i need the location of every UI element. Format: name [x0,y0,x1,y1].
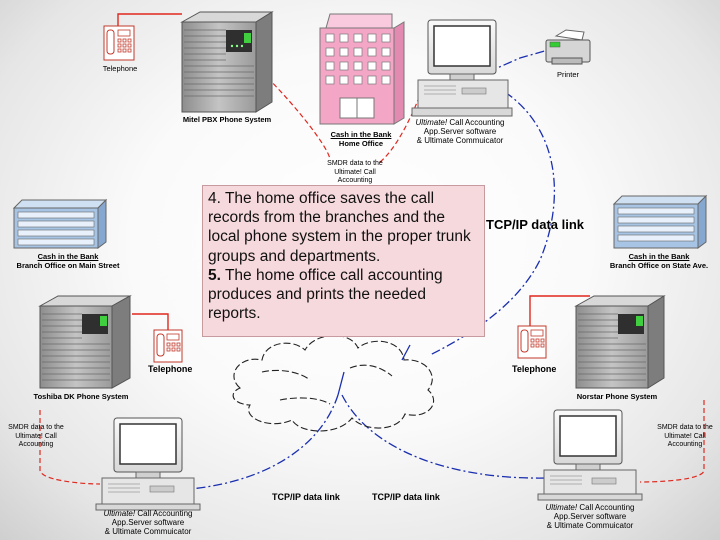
appserver-right-line3: & Ultimate Commuicator [546,521,634,530]
printer-icon [545,29,591,65]
tcpip-bottom-left-label: TCP/IP data link [272,492,340,502]
link-pbx-appserver-top [261,71,331,161]
appserver-right-label: Ultimate! Call Accounting App.Server sof… [528,503,652,530]
left-branch-name: Branch Office on Main Street [16,261,120,270]
appserver-top-line3: & Ultimate Commuicator [416,136,504,145]
smdr-right-label: SMDR data to the Ultimate! Call Accounti… [657,424,713,448]
link-telephone-pbx-top [117,13,182,28]
right-branch-label: Cash in the Bank Branch Office on State … [604,252,714,270]
appserver-left-line1: Ultimate! Call Accounting [103,509,193,518]
telephone-right-label: Telephone [512,364,557,374]
telephone-top-label: Telephone [102,64,138,73]
right-branch-name: Branch Office on State Ave. [609,261,709,270]
link-tcpip-bottom-right [341,394,549,479]
appserver-top-line1: Ultimate! Call Accounting [415,118,505,127]
norstar-pbx-icon [574,295,666,389]
explanation-callout: 4. The home office saves the call record… [202,185,485,337]
link-telephone-pbx-right [529,295,590,330]
telephone-left-icon [153,329,183,363]
telephone-top-icon [103,25,135,61]
norstar-label: Norstar Phone System [576,392,658,401]
mitel-label: Mitel PBX Phone System [182,115,272,124]
home-bank-name: Cash in the Bank [330,130,392,139]
appserver-top-line2: App.Server software [423,127,497,136]
right-branch-building-icon [612,194,708,249]
left-bank-name: Cash in the Bank [37,252,99,261]
home-computer-icon [411,19,513,117]
left-computer-icon [95,417,201,511]
appserver-left-line2: App.Server software [111,518,185,527]
smdr-top-label: SMDR data to the Ultimate! Call Accounti… [327,160,383,184]
link-tcpip-bottom-left [177,394,339,491]
telephone-left-label: Telephone [148,364,193,374]
internet-cloud [232,334,434,432]
right-computer-icon [537,409,643,501]
home-office-name: Home Office [338,139,384,148]
telephone-right-icon [517,325,547,359]
link-appserver-printer [487,49,549,73]
left-branch-label: Cash in the Bank Branch Office on Main S… [6,252,130,270]
toshiba-label: Toshiba DK Phone System [33,392,129,401]
home-office-building-icon [319,13,405,125]
appserver-top-label: Ultimate! Call Accounting App.Server sof… [400,118,520,145]
appserver-right-line1: Ultimate! Call Accounting [545,503,635,512]
step-4-text: 4. The home office saves the call record… [208,190,471,265]
link-pbx-computer-right [639,400,705,483]
smdr-left-label: SMDR data to the Ultimate! Call Accounti… [8,424,64,448]
right-bank-name: Cash in the Bank [628,252,690,261]
toshiba-pbx-icon [38,295,132,389]
appserver-left-line3: & Ultimate Commuicator [104,527,192,536]
appserver-left-label: Ultimate! Call Accounting App.Server sof… [86,509,210,536]
mitel-pbx-icon [180,11,274,113]
home-office-label: Cash in the Bank Home Office [316,130,406,148]
tcpip-right-label: TCP/IP data link [486,217,585,232]
printer-label: Printer [556,70,580,79]
tcpip-bottom-right-label: TCP/IP data link [372,492,440,502]
step-5-text: 5. The home office call accounting produ… [208,266,443,323]
link-pbx-computer-left [39,410,101,485]
link-telephone-pbx-left [132,313,169,332]
appserver-right-line2: App.Server software [553,512,627,521]
left-branch-building-icon [12,198,108,249]
